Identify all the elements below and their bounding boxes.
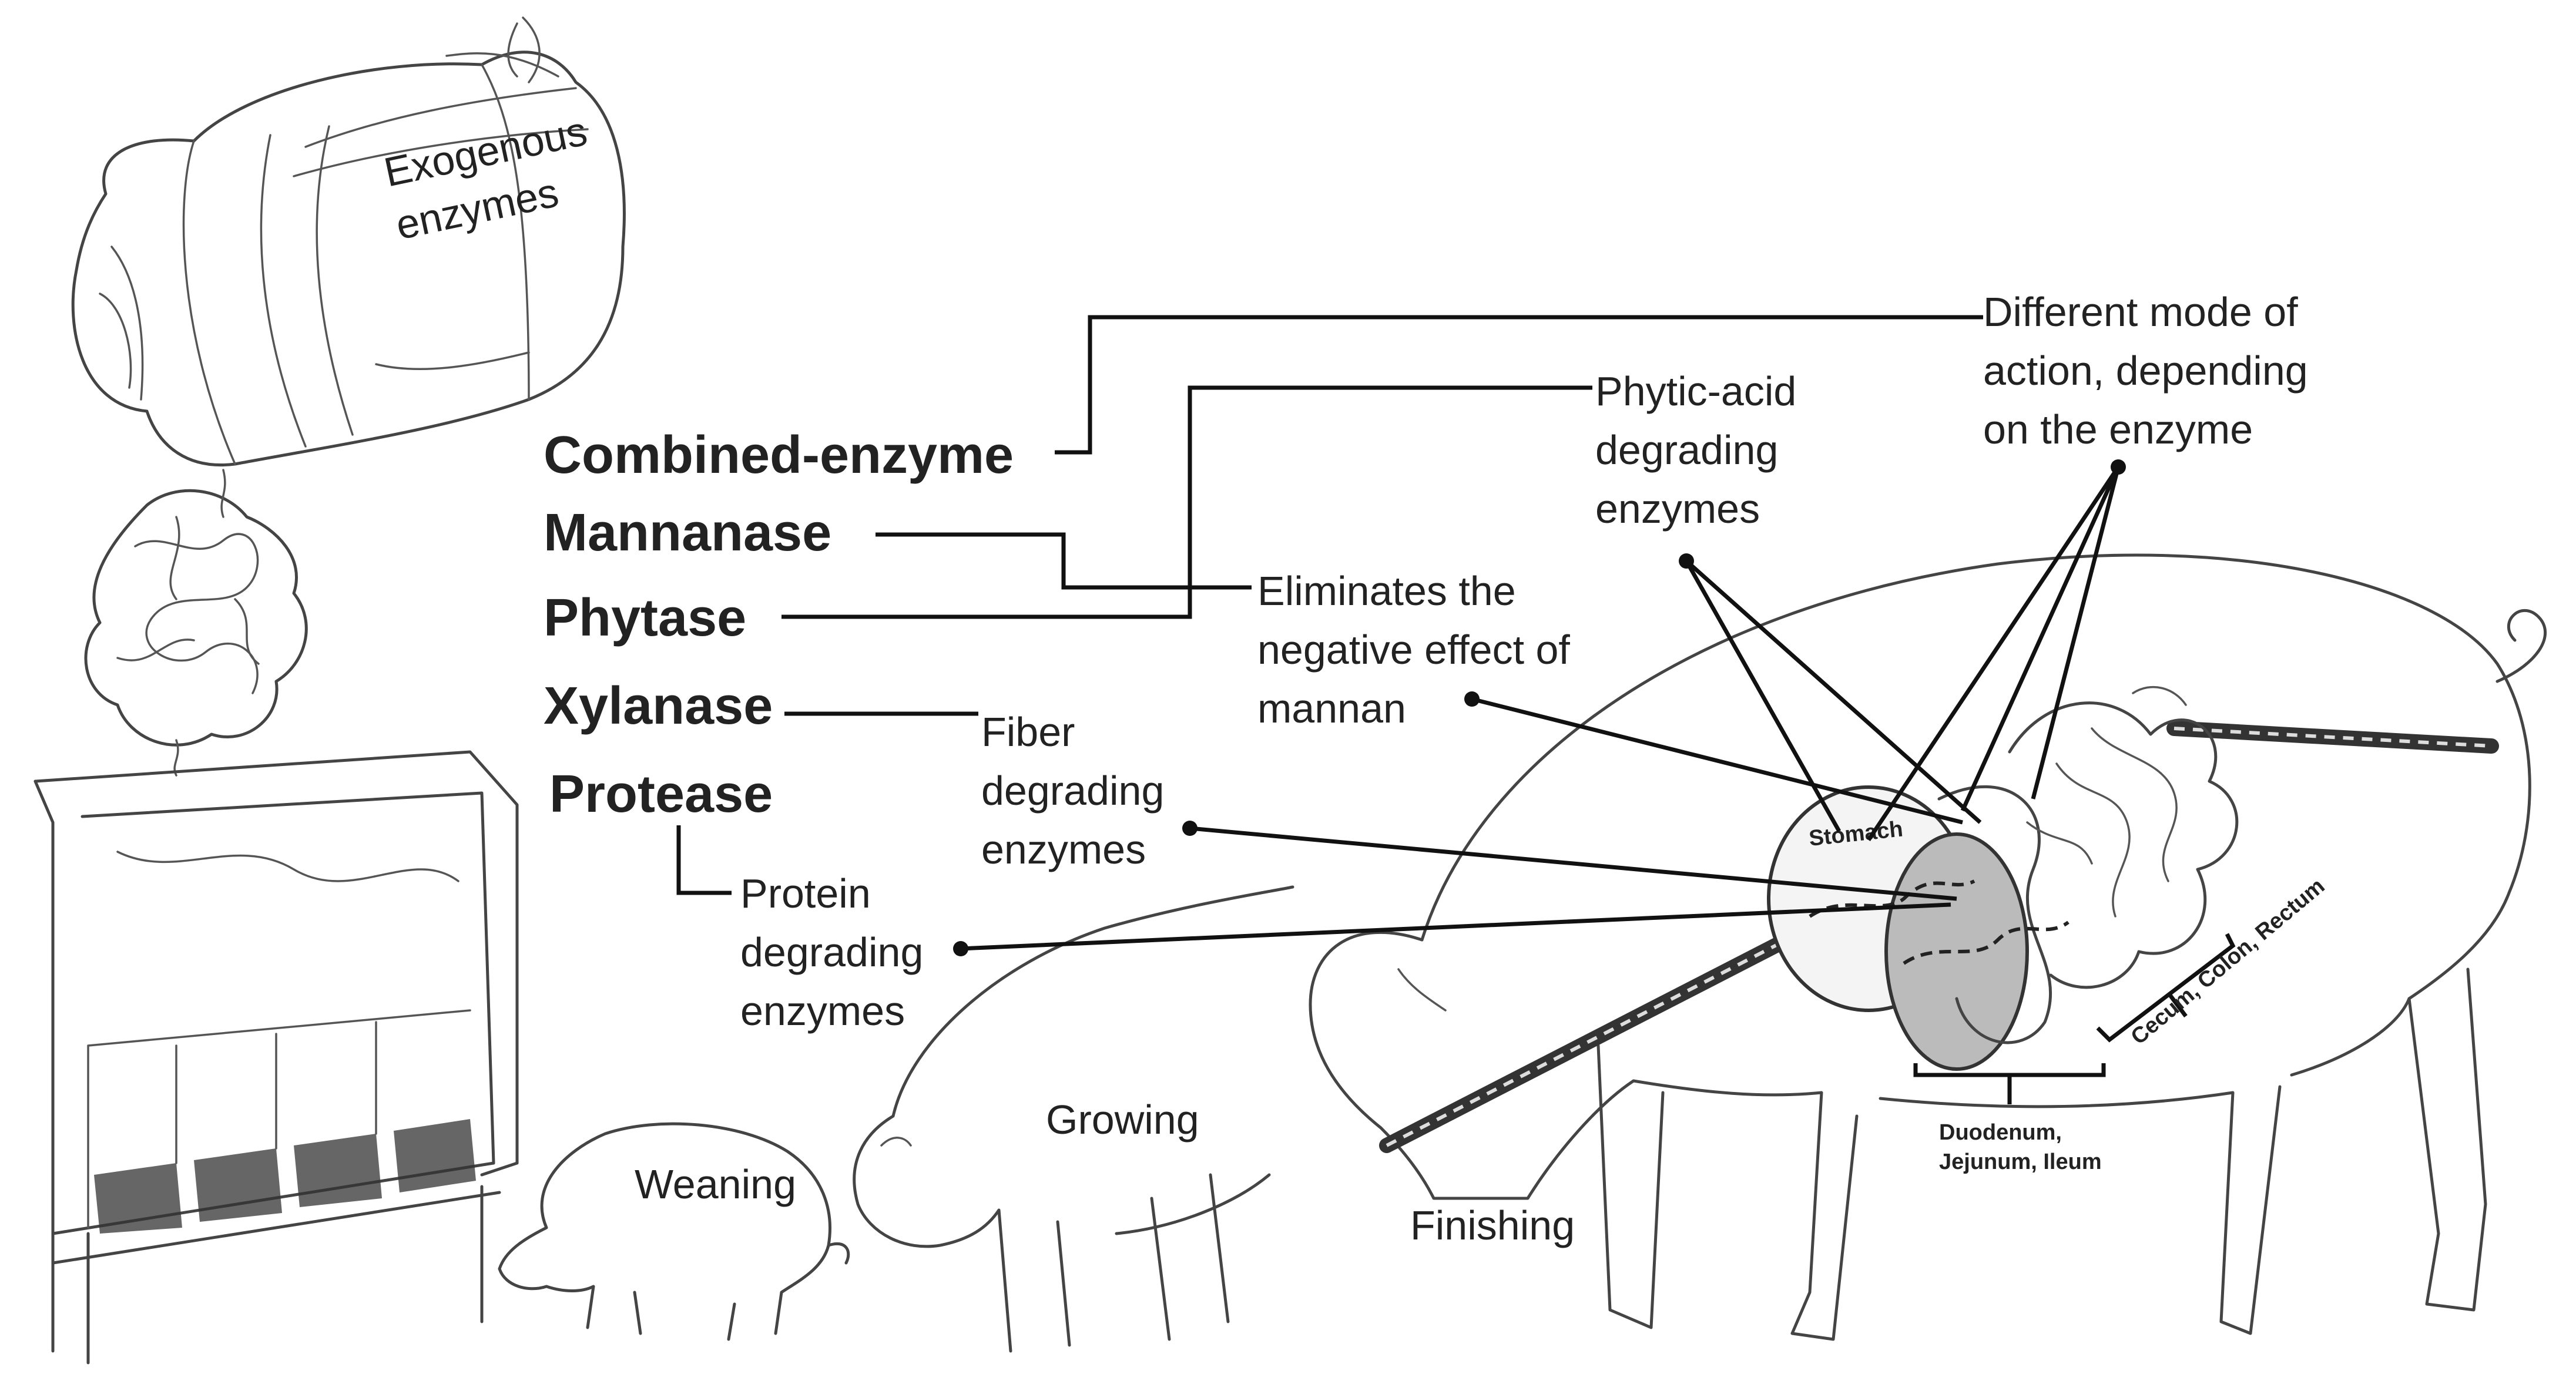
pig-weaning: Weaning (499, 1124, 848, 1339)
protein-line3: enzymes (740, 988, 905, 1034)
fiber-line1: Fiber (981, 709, 1075, 755)
mannan-line2: negative effect of (1257, 627, 1570, 673)
dot-fiber (1182, 821, 1198, 836)
dot-protein (953, 941, 968, 956)
connector-combined (1055, 317, 1983, 452)
pointer-phytic-stomach (1686, 561, 1839, 831)
enzyme-protease: Protease (549, 765, 773, 824)
mode-line2: action, depending (1983, 348, 2308, 394)
annotation-mannan: Eliminates the negative effect of mannan (1257, 568, 1570, 731)
pointer-mode-intestine-2 (2033, 467, 2118, 799)
stage-growing-label: Growing (1046, 1097, 1199, 1143)
pointer-mannan (1472, 699, 1963, 822)
enzyme-combined: Combined-enzyme (544, 426, 1014, 485)
stage-weaning-label: Weaning (635, 1161, 796, 1207)
enzyme-xylanase: Xylanase (544, 677, 773, 735)
protein-line1: Protein (740, 871, 871, 916)
stage-finishing-label: Finishing (1410, 1202, 1575, 1248)
pointer-mode-intestine (1963, 467, 2118, 811)
phytic-line2: degrading (1595, 427, 1778, 473)
pointer-mode-stomach (1869, 467, 2118, 840)
dot-mannan (1464, 691, 1480, 707)
enzyme-molecule-illustration (86, 470, 306, 775)
mode-line1: Different mode of (1983, 289, 2298, 335)
phytic-line1: Phytic-acid (1595, 368, 1796, 414)
enzyme-mannanase: Mannanase (544, 503, 831, 562)
mannan-line1: Eliminates the (1257, 568, 1516, 614)
fiber-line2: degrading (981, 768, 1164, 814)
feeder-illustration (35, 752, 517, 1363)
annotation-mode-of-action: Different mode of action, depending on t… (1983, 289, 2308, 452)
enzyme-phytase: Phytase (544, 589, 746, 647)
bag-label-line1: Exogenous (380, 108, 591, 196)
connector-protease (679, 825, 732, 893)
annotation-phytic-acid: Phytic-acid degrading enzymes (1595, 368, 1796, 532)
connector-mannanase (876, 535, 1252, 587)
phytic-line3: enzymes (1595, 486, 1760, 532)
annotation-protein: Protein degrading enzymes (740, 871, 923, 1034)
protein-line2: degrading (740, 929, 923, 975)
feed-bag-illustration: Exogenous enzymes (73, 18, 624, 465)
annotation-fiber: Fiber degrading enzymes (981, 709, 1164, 872)
jejunum-ileum-label: Jejunum, Ileum (1939, 1150, 2102, 1174)
dot-mode (2111, 459, 2126, 475)
digestive-tract: Stomach Cecum, Colon, Rectum Duodenum, J… (1387, 687, 2491, 1174)
cecum-colon-rectum-label: Cecum, Colon, Rectum (2126, 873, 2330, 1050)
enzyme-list: Combined-enzyme Mannanase Phytase Xylana… (544, 426, 1014, 824)
mode-line3: on the enzyme (1983, 406, 2253, 452)
duodenum-label: Duodenum, (1939, 1120, 2062, 1145)
mannan-line3: mannan (1257, 686, 1406, 731)
dot-phytic (1679, 553, 1694, 569)
fiber-line3: enzymes (981, 826, 1146, 872)
